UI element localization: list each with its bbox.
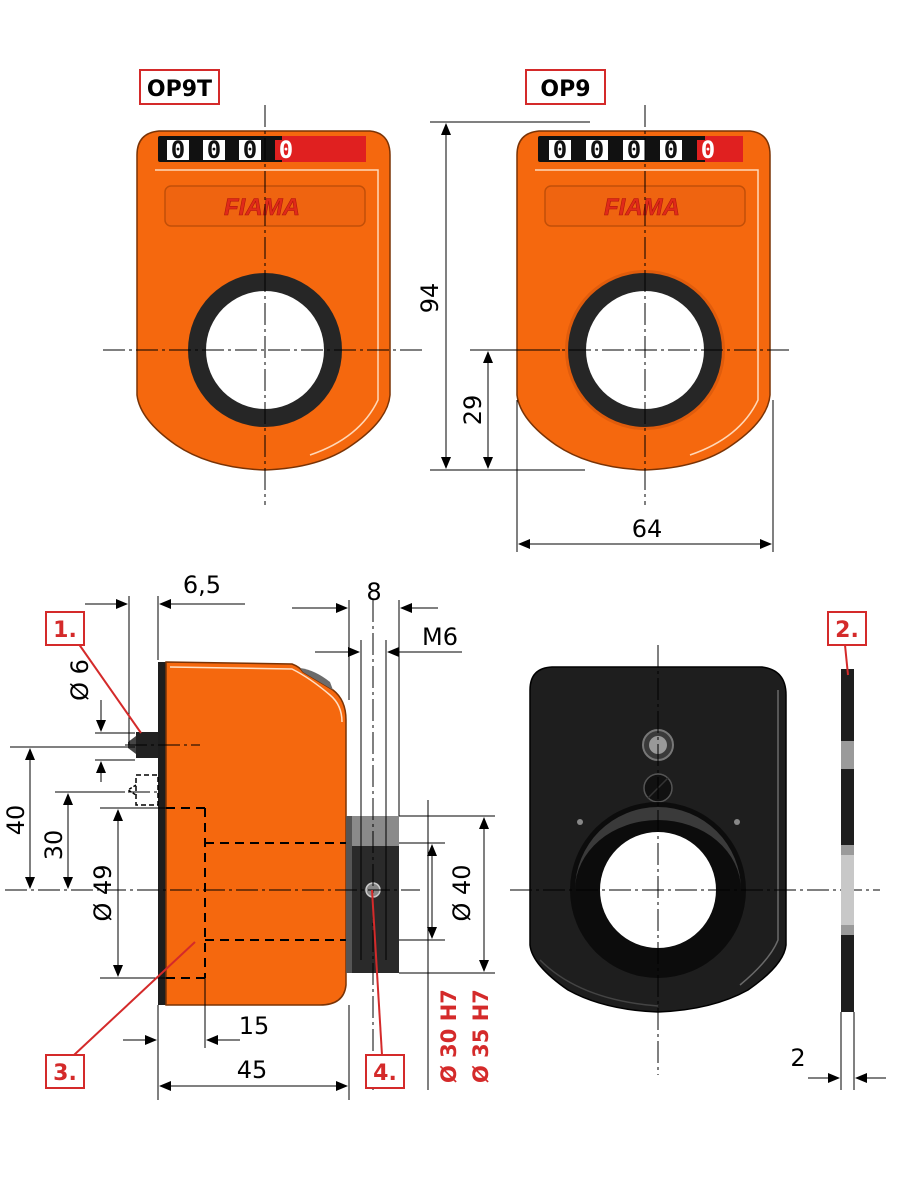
fit-30-h7: Ø 30 H7: [437, 989, 461, 1083]
counter-digit: 0: [243, 136, 257, 164]
op9t-brand-logo: FIAMA: [224, 194, 300, 221]
counter-digit-cell: [549, 140, 571, 160]
dim-30: 30: [40, 830, 68, 861]
counter-digit: 0: [553, 136, 567, 164]
counter-digit: 0: [664, 136, 678, 164]
dim-phi6: Ø 6: [66, 659, 94, 701]
dim-64: 64: [632, 515, 663, 543]
fit-35-h7: Ø 35 H7: [469, 989, 493, 1083]
counter-digit: 0: [207, 136, 221, 164]
op9t-tag-box: [139, 69, 220, 105]
callout-3-box: [45, 1054, 85, 1089]
counter-digit-cell: [623, 140, 645, 160]
callouts: 1. 2. 3. 4.: [45, 611, 867, 1089]
dim-15: 15: [239, 1012, 270, 1040]
callout-1-box: [45, 611, 85, 646]
dim-29: 29: [459, 395, 487, 426]
callout-3: 3.: [53, 1061, 77, 1086]
callout-2-box: [827, 611, 867, 646]
op9t-label: OP9T: [147, 77, 212, 102]
dim-6-5: 6,5: [183, 571, 221, 599]
callout-4: 4.: [373, 1061, 397, 1086]
counter-digit: 0: [627, 136, 641, 164]
view-plate-edge: 2: [790, 669, 886, 1090]
dim-94: 94: [416, 283, 444, 314]
dim-45: 45: [237, 1056, 268, 1084]
counter-digit-cell: [167, 140, 189, 160]
callout-4-box: [365, 1054, 405, 1089]
view-rear: [510, 645, 880, 1075]
counter-digit: 0: [590, 136, 604, 164]
dim-8: 8: [366, 578, 381, 606]
callout-1: 1.: [53, 618, 77, 643]
dim-phi49: Ø 49: [89, 864, 117, 921]
dim-2: 2: [790, 1044, 805, 1072]
dim-phi40: Ø 40: [448, 864, 476, 921]
counter-digit-cell: [697, 140, 719, 160]
op9-brand-logo: FIAMA: [604, 194, 680, 221]
dim-m6: M6: [422, 623, 458, 651]
callout-2: 2.: [835, 618, 859, 643]
edge-plate: [841, 669, 854, 1012]
counter-digit-cell: [239, 140, 261, 160]
op9-tag-box: [525, 69, 606, 105]
counter-digit-cell: [660, 140, 682, 160]
counter-digit: 0: [171, 136, 185, 164]
view-side: 6,5 8 M6 Ø 6 40 30 Ø 49 Ø 40 15 45: [2, 571, 495, 1100]
counter-digit-cell: [586, 140, 608, 160]
counter-digit-cell: [275, 140, 297, 160]
counter-digit: 0: [279, 136, 293, 164]
op9-label: OP9: [540, 77, 590, 102]
counter-digit-cell: [203, 140, 225, 160]
dim-40-left: 40: [2, 805, 30, 836]
side-base-plate: [158, 662, 166, 1005]
counter-digit: 0: [701, 136, 715, 164]
side-body: [165, 661, 347, 1006]
